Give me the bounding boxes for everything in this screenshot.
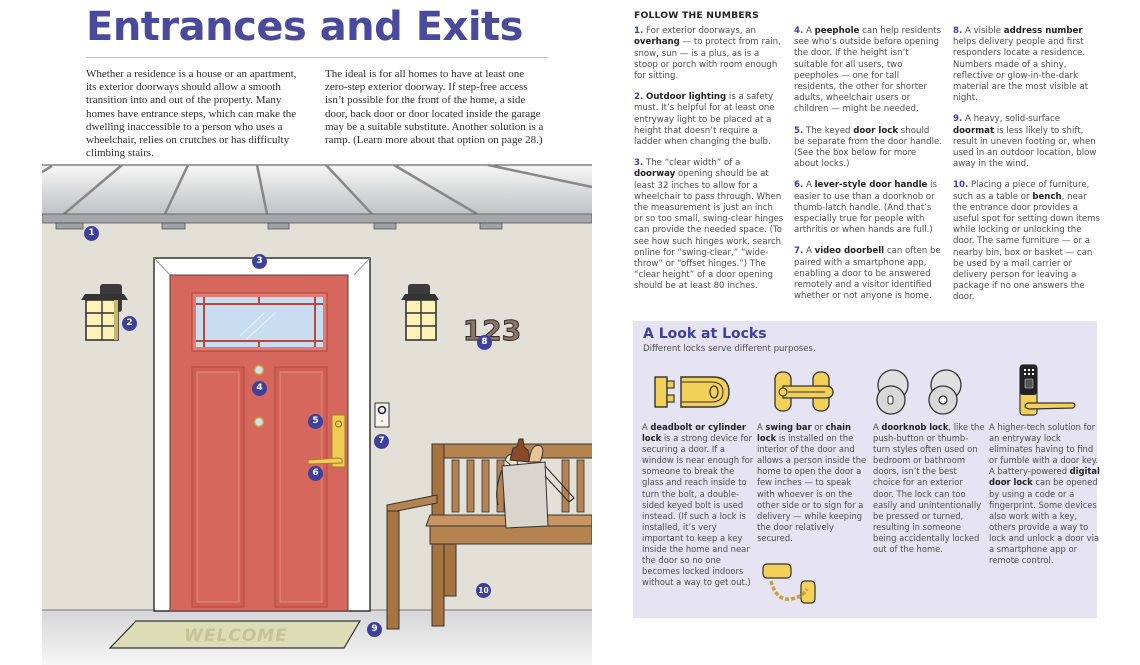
numbers-column-2: 4. A peephole can help residents see who… [794, 26, 942, 312]
chain-lock-icon [762, 563, 816, 604]
locks-title: A Look at Locks [643, 326, 767, 342]
entrance-scene-drawing: 1 2 3 [41, 163, 603, 665]
callout-9-doormat[interactable]: 9 [367, 622, 382, 637]
callout-2-lighting[interactable]: 2 [122, 316, 137, 331]
intro-paragraph-2: The ideal is for all homes to have at le… [325, 68, 544, 147]
deadbolt-lock-icon [654, 376, 730, 408]
number-item-5: 5. The keyed door lock should be separat… [794, 125, 942, 170]
doormat: WELCOME [108, 620, 362, 649]
swing-bar-lock-icon [774, 371, 834, 412]
left-page: Entrances and Exits Whether a residence … [41, 4, 603, 665]
number-item-10: 10. Placing a piece of furniture, such a… [953, 180, 1100, 303]
numbers-column-1: FOLLOW THE NUMBERS 1. For exterior doorw… [634, 10, 784, 303]
callout-4-peephole[interactable]: 4 [252, 381, 267, 396]
wall-lamp-right [401, 284, 439, 341]
digital-lock-description: A higher-tech solution for an entryway l… [989, 422, 1100, 566]
callout-8-address-number[interactable]: 8 [477, 335, 492, 350]
grocery-bag [496, 438, 575, 529]
video-doorbell [374, 402, 390, 428]
number-item-9: 9. A heavy, solid-surface doormat is les… [953, 114, 1097, 170]
entrance-illustration: 1 2 3 [41, 160, 603, 665]
callout-10-bench[interactable]: 10 [476, 583, 491, 598]
follow-the-numbers-heading: FOLLOW THE NUMBERS [634, 10, 759, 21]
swing-bar-description: A swing bar or chain lock is installed o… [757, 422, 867, 543]
number-item-2: 2. Outdoor lighting is a safety must. It… [634, 92, 775, 148]
numbers-column-3: 8. A visible address number helps delive… [953, 26, 1103, 314]
digital-door-lock-icon [1019, 364, 1076, 416]
wall-lamp-left [81, 284, 128, 341]
callout-1-overhang[interactable]: 1 [84, 226, 99, 241]
locks-sidebar-box: A Look at Locks Different locks serve di… [633, 321, 1100, 618]
callout-7-video-doorbell[interactable]: 7 [374, 434, 389, 449]
callout-3-doorway[interactable]: 3 [252, 254, 267, 269]
number-item-8: 8. A visible address number helps delive… [953, 26, 1089, 104]
number-item-6: 6. A lever-style door handle is easier t… [794, 180, 937, 236]
deadbolt-description: A deadbolt or cylinder lock is a strong … [642, 422, 754, 588]
number-item-1: 1. For exterior doorways, an overhang — … [634, 26, 781, 82]
title-divider [86, 57, 548, 58]
intro-paragraph-1: Whether a residence is a house or an apa… [86, 68, 297, 160]
doorway [153, 257, 371, 612]
doormat-text: WELCOME [184, 626, 288, 646]
callout-6-door-handle[interactable]: 6 [308, 466, 323, 481]
doorknob-lock-description: A doorknob lock, like the push-button or… [873, 422, 985, 555]
page-title: Entrances and Exits [86, 4, 523, 50]
number-item-3: 3. The “clear width” of a doorway openin… [634, 158, 784, 292]
house-number: 123 [463, 314, 521, 347]
number-item-7: 7. A video doorbell can often be paired … [794, 246, 941, 302]
callout-5-door-lock[interactable]: 5 [308, 414, 323, 429]
overhang-roof [41, 163, 593, 230]
locks-subtitle: Different locks serve different purposes… [643, 344, 816, 354]
number-item-4: 4. A peephole can help residents see who… [794, 26, 942, 115]
doorknob-lock-icon [876, 369, 962, 415]
